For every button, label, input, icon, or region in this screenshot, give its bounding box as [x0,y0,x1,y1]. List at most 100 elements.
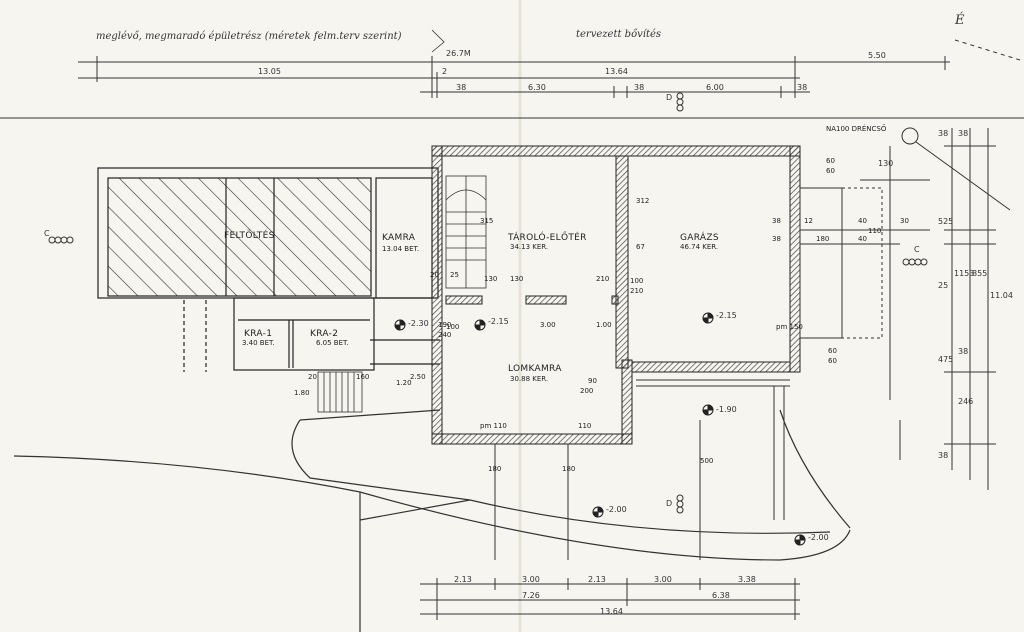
idim-38b: 38 [772,235,781,243]
dim-overall: 26.7M [446,49,471,58]
idim-100b: 1.00 [596,321,612,329]
idim-60b: 60 [826,167,835,175]
idim-500: 500 [700,457,714,465]
rdim-1153: 1153 [954,269,975,278]
idim-250: 2.50 [410,373,426,381]
section-mark-right: C [914,245,920,254]
room-tarolo-area: 34.13 KER. [510,243,549,251]
idim-40: 40 [858,217,867,225]
idim-312: 312 [636,197,650,205]
rdim-525: 525 [938,217,954,226]
rdim-38d: 38 [938,451,949,460]
idim-180: 180 [816,235,830,243]
rdim-38b: 38 [958,129,969,138]
dim-338: 3.38 [738,575,756,584]
idim-20b: 20 [308,373,317,381]
right-dimension-lines [889,128,996,490]
header-bracket [431,29,445,53]
idim-60d: 60 [828,357,837,365]
rdim-25: 25 [938,281,949,290]
level-marker-1 [394,319,406,331]
dim-mid-span: 13.64 [605,67,628,76]
level-markers [394,312,806,546]
level-4: -1.90 [716,405,737,414]
idim-110: 110 [868,227,882,235]
idim-210b: 210 [596,275,610,283]
idim-40b: 40 [858,235,867,243]
idim-90: 90 [588,377,597,385]
room-lomkamra-area: 30.88 KER. [510,375,549,383]
level-marker-5 [592,506,604,518]
idim-150: pm 150 [776,323,803,331]
room-garazs-area: 46.74 KER. [680,243,719,251]
idim-60c: 60 [828,347,837,355]
idim-67: 67 [636,243,645,251]
room-lomkamra: LOMKAMRA [508,364,562,374]
section-mark-left: C [44,229,50,238]
rdim-855: 855 [972,269,988,278]
idim-190: 190 [438,321,452,329]
rdim-475: 475 [938,355,954,364]
idim-240: 240 [438,331,452,339]
room-tarolo: TÁROLÓ-ELŐTÉR [508,233,587,243]
idim-180b: 1.80 [294,389,310,397]
rdim-1104: 11.04 [990,291,1013,300]
section-circles [48,92,928,514]
dim-638: 6.38 [712,591,730,600]
level-marker-6 [794,534,806,546]
planned-walls [431,145,801,445]
idim-38: 38 [772,217,781,225]
dim-right-total: 5.50 [868,51,886,60]
drain-pipe [901,39,1021,211]
top-dimension-lines [0,56,1024,119]
room-kra1-area: 3.40 BET. [242,339,275,347]
level-marker-4 [702,404,714,416]
dim-600: 6.00 [706,83,724,92]
dim-213b: 2.13 [588,575,606,584]
idim-30: 30 [900,217,909,225]
existing-building-label: meglévő, megmaradó épületrész (méretek f… [96,31,402,42]
room-feltoltes: FELTÖLTÉS [224,231,275,241]
idim-130b: 130 [510,275,524,283]
dim-38a: 38 [456,83,467,92]
idim-180c: 180 [488,465,502,473]
dim-gap: 2 [442,67,448,76]
idim-100c: 100 [446,323,460,331]
section-mark-top: D [666,93,673,102]
room-kamra: KAMRA [382,233,416,243]
room-kra1: KRA-1 [244,329,273,339]
idim-110b: pm 110 [480,422,507,430]
dim-300a: 3.00 [522,575,540,584]
staircase [445,175,487,289]
idim-60: 60 [826,157,835,165]
room-garazs: GARÁZS [680,233,719,243]
idim-120: 1.20 [396,379,412,387]
rdim-130: 130 [878,159,894,168]
idim-25: 25 [450,271,459,279]
rdim-38a: 38 [938,129,949,138]
room-kra2: KRA-2 [310,329,339,339]
idim-180d: 180 [562,465,576,473]
right-structure [636,179,930,520]
level-1: -2.30 [408,319,429,328]
level-marker-3 [702,312,714,324]
dim-726: 7.26 [522,591,540,600]
level-6: -2.00 [808,533,829,542]
idim-315: 315 [480,217,494,225]
dim-38c: 38 [797,83,808,92]
dim-left-span: 13.05 [258,67,281,76]
room-kra2-area: 6.05 BET. [316,339,349,347]
rdim-246: 246 [958,397,974,406]
site-outline [13,409,851,632]
idim-210: 210 [630,287,644,295]
idim-20: 20 [430,271,439,279]
north-mark: É [955,13,965,28]
idim-100: 100 [630,277,644,285]
idim-300: 3.00 [540,321,556,329]
idim-110c: 110 [578,422,592,430]
bottom-dimension-lines [420,420,800,620]
entry-stair [317,371,363,413]
idim-200: 200 [580,387,594,395]
level-3: -2.15 [716,311,737,320]
